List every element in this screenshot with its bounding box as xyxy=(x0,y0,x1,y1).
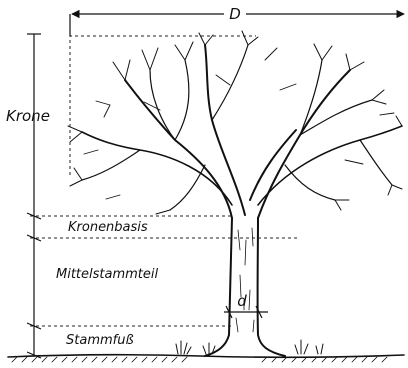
trunk-foot-label: Stammfuß xyxy=(66,333,134,348)
crown-outline xyxy=(70,36,256,175)
middle-trunk-label: Mittelstammteil xyxy=(56,267,159,282)
crown-base-label: Kronenbasis xyxy=(68,220,148,235)
crown-width-label: D xyxy=(229,5,241,23)
tree-branches xyxy=(68,31,402,218)
tree-trunk xyxy=(205,218,285,356)
trunk-diameter-label: d xyxy=(237,292,247,310)
grass-tufts xyxy=(176,340,323,354)
crown-label: Krone xyxy=(6,107,50,125)
height-scale xyxy=(27,34,41,358)
